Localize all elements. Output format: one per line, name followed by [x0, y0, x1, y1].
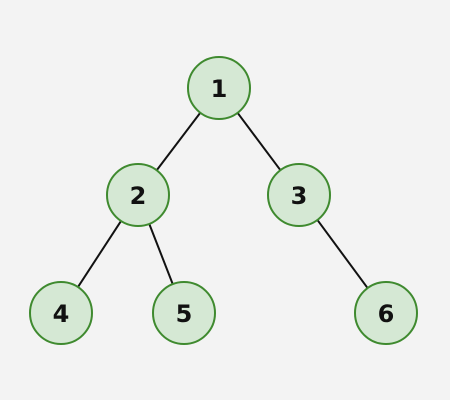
node-label: 5	[176, 300, 193, 328]
edge-n2-n5	[148, 223, 174, 285]
edge-n3-n6	[316, 219, 369, 289]
node-circle	[29, 281, 93, 345]
tree-node-4: 4	[29, 281, 93, 345]
tree-node-2: 2	[106, 163, 170, 227]
node-circle	[354, 281, 418, 345]
nodes-layer: 1 2 3 4 5 6	[29, 56, 418, 345]
node-label: 1	[211, 75, 228, 103]
tree-node-5: 5	[152, 281, 216, 345]
node-label: 6	[378, 300, 395, 328]
tree-node-6: 6	[354, 281, 418, 345]
node-label: 3	[291, 182, 308, 210]
edge-n1-n2	[155, 112, 202, 171]
edge-n2-n4	[77, 220, 122, 288]
node-circle	[267, 163, 331, 227]
node-circle	[106, 163, 170, 227]
tree-node-3: 3	[267, 163, 331, 227]
edges-layer	[77, 112, 369, 289]
node-circle	[152, 281, 216, 345]
node-label: 4	[53, 300, 70, 328]
node-circle	[187, 56, 251, 120]
node-label: 2	[130, 182, 147, 210]
tree-node-1: 1	[187, 56, 251, 120]
edge-n1-n3	[236, 112, 282, 171]
